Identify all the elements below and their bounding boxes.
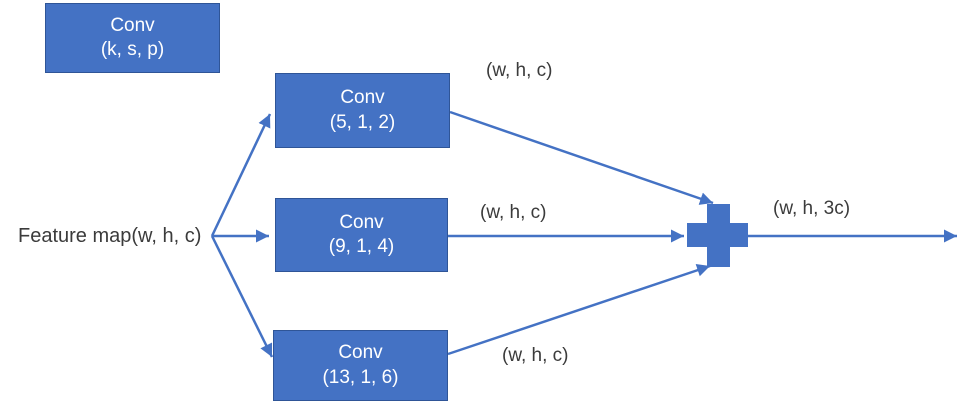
concat-plus-icon [687,204,748,267]
input-feature-map-label: Feature map(w, h, c) [18,225,202,247]
legend-conv-params: (k, s, p) [100,39,165,60]
conv9-output-shape-label: (w, h, c) [480,202,547,223]
conv9-title: Conv [339,211,384,233]
legend-conv-box: Conv (k, s, p) [45,3,220,73]
arrow-input-to-conv13 [210,235,274,358]
legend-conv-title: Conv [110,14,155,36]
conv13-box: Conv (13, 1, 6) [273,330,448,401]
arrow-conv5-to-concat [449,110,714,205]
conv5-output-shape-label: (w, h, c) [486,60,553,81]
arrow-input-to-conv5 [210,113,272,237]
conv5-title: Conv [340,87,385,109]
conv13-output-shape-label: (w, h, c) [502,345,569,366]
conv13-title: Conv [338,342,383,364]
conv13-params: (13, 1, 6) [322,366,399,388]
conv5-box: Conv (5, 1, 2) [275,73,450,148]
concat-output-shape-label: (w, h, 3c) [773,198,851,219]
arrow-conv13-to-concat [447,263,711,356]
conv9-params: (9, 1, 4) [328,236,395,257]
conv5-params: (5, 1, 2) [329,111,396,133]
conv9-box: Conv (9, 1, 4) [275,198,448,272]
